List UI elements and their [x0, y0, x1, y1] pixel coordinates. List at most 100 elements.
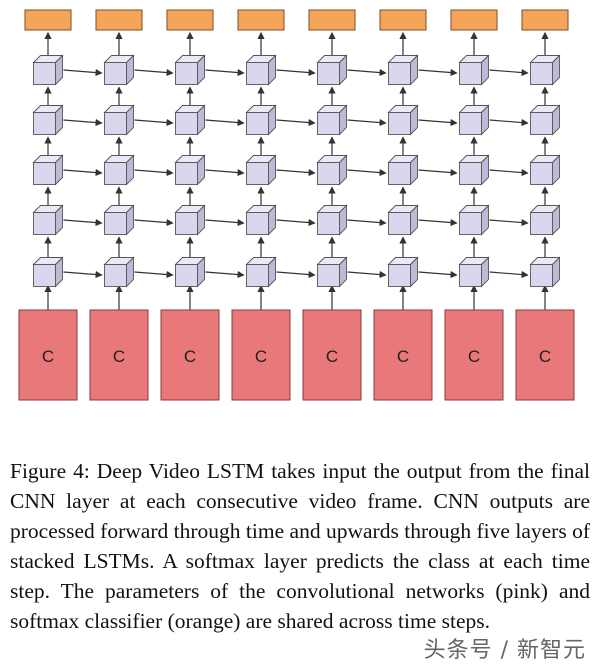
softmax-layer: [24, 9, 569, 31]
lstm-time-arrow: [489, 218, 529, 227]
lstm-cell: [387, 54, 419, 86]
lstm-time-arrow: [418, 68, 458, 77]
cnn-block: C: [444, 309, 504, 401]
lstm-cell: [245, 54, 277, 86]
cnn-block: C: [231, 309, 291, 401]
lstm-cell: [529, 54, 561, 86]
lstm-time-arrow: [63, 168, 103, 177]
lstm-cell: [32, 154, 64, 186]
lstm-time-arrow: [205, 168, 245, 177]
lstm-cell: [458, 204, 490, 236]
cnn-block: C: [18, 309, 78, 401]
lstm-time-arrow: [134, 218, 174, 227]
lstm-cell: [316, 54, 348, 86]
lstm-cell: [316, 256, 348, 288]
lstm-cell: [245, 256, 277, 288]
lstm-cell: [458, 104, 490, 136]
lstm-time-arrow: [205, 270, 245, 279]
lstm-time-arrow: [276, 218, 316, 227]
cnn-block: C: [89, 309, 149, 401]
lstm-time-arrow: [276, 270, 316, 279]
lstm-cell: [245, 204, 277, 236]
softmax-block: [521, 9, 569, 31]
lstm-time-arrow: [418, 118, 458, 127]
lstm-cell: [245, 104, 277, 136]
lstm-time-arrow: [347, 168, 387, 177]
softmax-block: [308, 9, 356, 31]
lstm-cell: [387, 256, 419, 288]
lstm-cell: [316, 204, 348, 236]
softmax-block: [166, 9, 214, 31]
lstm-time-arrow: [418, 218, 458, 227]
lstm-cell: [174, 256, 206, 288]
lstm-time-arrow: [63, 68, 103, 77]
figure-caption: Figure 4: Deep Video LSTM takes input th…: [10, 459, 590, 633]
lstm-cell: [458, 154, 490, 186]
lstm-cell: [32, 256, 64, 288]
lstm-cell: [316, 154, 348, 186]
lstm-cell: [32, 54, 64, 86]
lstm-cell: [174, 204, 206, 236]
cnn-block: C: [160, 309, 220, 401]
lstm-time-arrow: [63, 218, 103, 227]
lstm-cell: [103, 54, 135, 86]
lstm-layers: [32, 54, 561, 288]
lstm-time-arrow: [63, 118, 103, 127]
lstm-cell: [174, 104, 206, 136]
softmax-block: [237, 9, 285, 31]
lstm-time-arrow: [347, 270, 387, 279]
cnn-label: C: [113, 347, 125, 366]
cnn-label: C: [397, 347, 409, 366]
lstm-cell: [174, 54, 206, 86]
lstm-time-arrow: [418, 270, 458, 279]
lstm-cell: [32, 204, 64, 236]
cnn-label: C: [326, 347, 338, 366]
lstm-cell: [103, 204, 135, 236]
lstm-time-arrow: [276, 118, 316, 127]
lstm-time-arrow: [489, 168, 529, 177]
lstm-cell: [316, 104, 348, 136]
softmax-block: [24, 9, 72, 31]
softmax-block: [379, 9, 427, 31]
lstm-time-arrow: [134, 270, 174, 279]
cnn-label: C: [255, 347, 267, 366]
lstm-cell: [529, 256, 561, 288]
cnn-block: C: [373, 309, 433, 401]
lstm-cell: [103, 256, 135, 288]
lstm-cell: [387, 104, 419, 136]
lstm-cell: [103, 104, 135, 136]
lstm-cell: [174, 154, 206, 186]
watermark: 头条号 / 新智元: [423, 638, 586, 663]
lstm-time-arrow: [489, 118, 529, 127]
lstm-time-arrow: [347, 68, 387, 77]
lstm-time-arrow: [205, 218, 245, 227]
lstm-time-arrow: [418, 168, 458, 177]
cnn-block: C: [302, 309, 362, 401]
lstm-cell: [387, 154, 419, 186]
lstm-cell: [387, 204, 419, 236]
lstm-cell: [529, 204, 561, 236]
lstm-time-arrow: [489, 270, 529, 279]
lstm-cell: [529, 104, 561, 136]
lstm-time-arrow: [63, 270, 103, 279]
lstm-time-arrow: [134, 68, 174, 77]
lstm-time-arrow: [276, 168, 316, 177]
lstm-cell: [103, 154, 135, 186]
lstm-cell: [458, 54, 490, 86]
lstm-time-arrow: [205, 68, 245, 77]
lstm-time-arrow: [276, 68, 316, 77]
lstm-cell: [245, 154, 277, 186]
lstm-time-arrow: [347, 218, 387, 227]
lstm-time-arrow: [489, 68, 529, 77]
lstm-time-arrow: [347, 118, 387, 127]
lstm-time-arrow: [134, 118, 174, 127]
cnn-label: C: [42, 347, 54, 366]
cnn-label: C: [539, 347, 551, 366]
lstm-time-arrow: [205, 118, 245, 127]
lstm-cell: [458, 256, 490, 288]
cnn-label: C: [468, 347, 480, 366]
softmax-block: [95, 9, 143, 31]
softmax-block: [450, 9, 498, 31]
